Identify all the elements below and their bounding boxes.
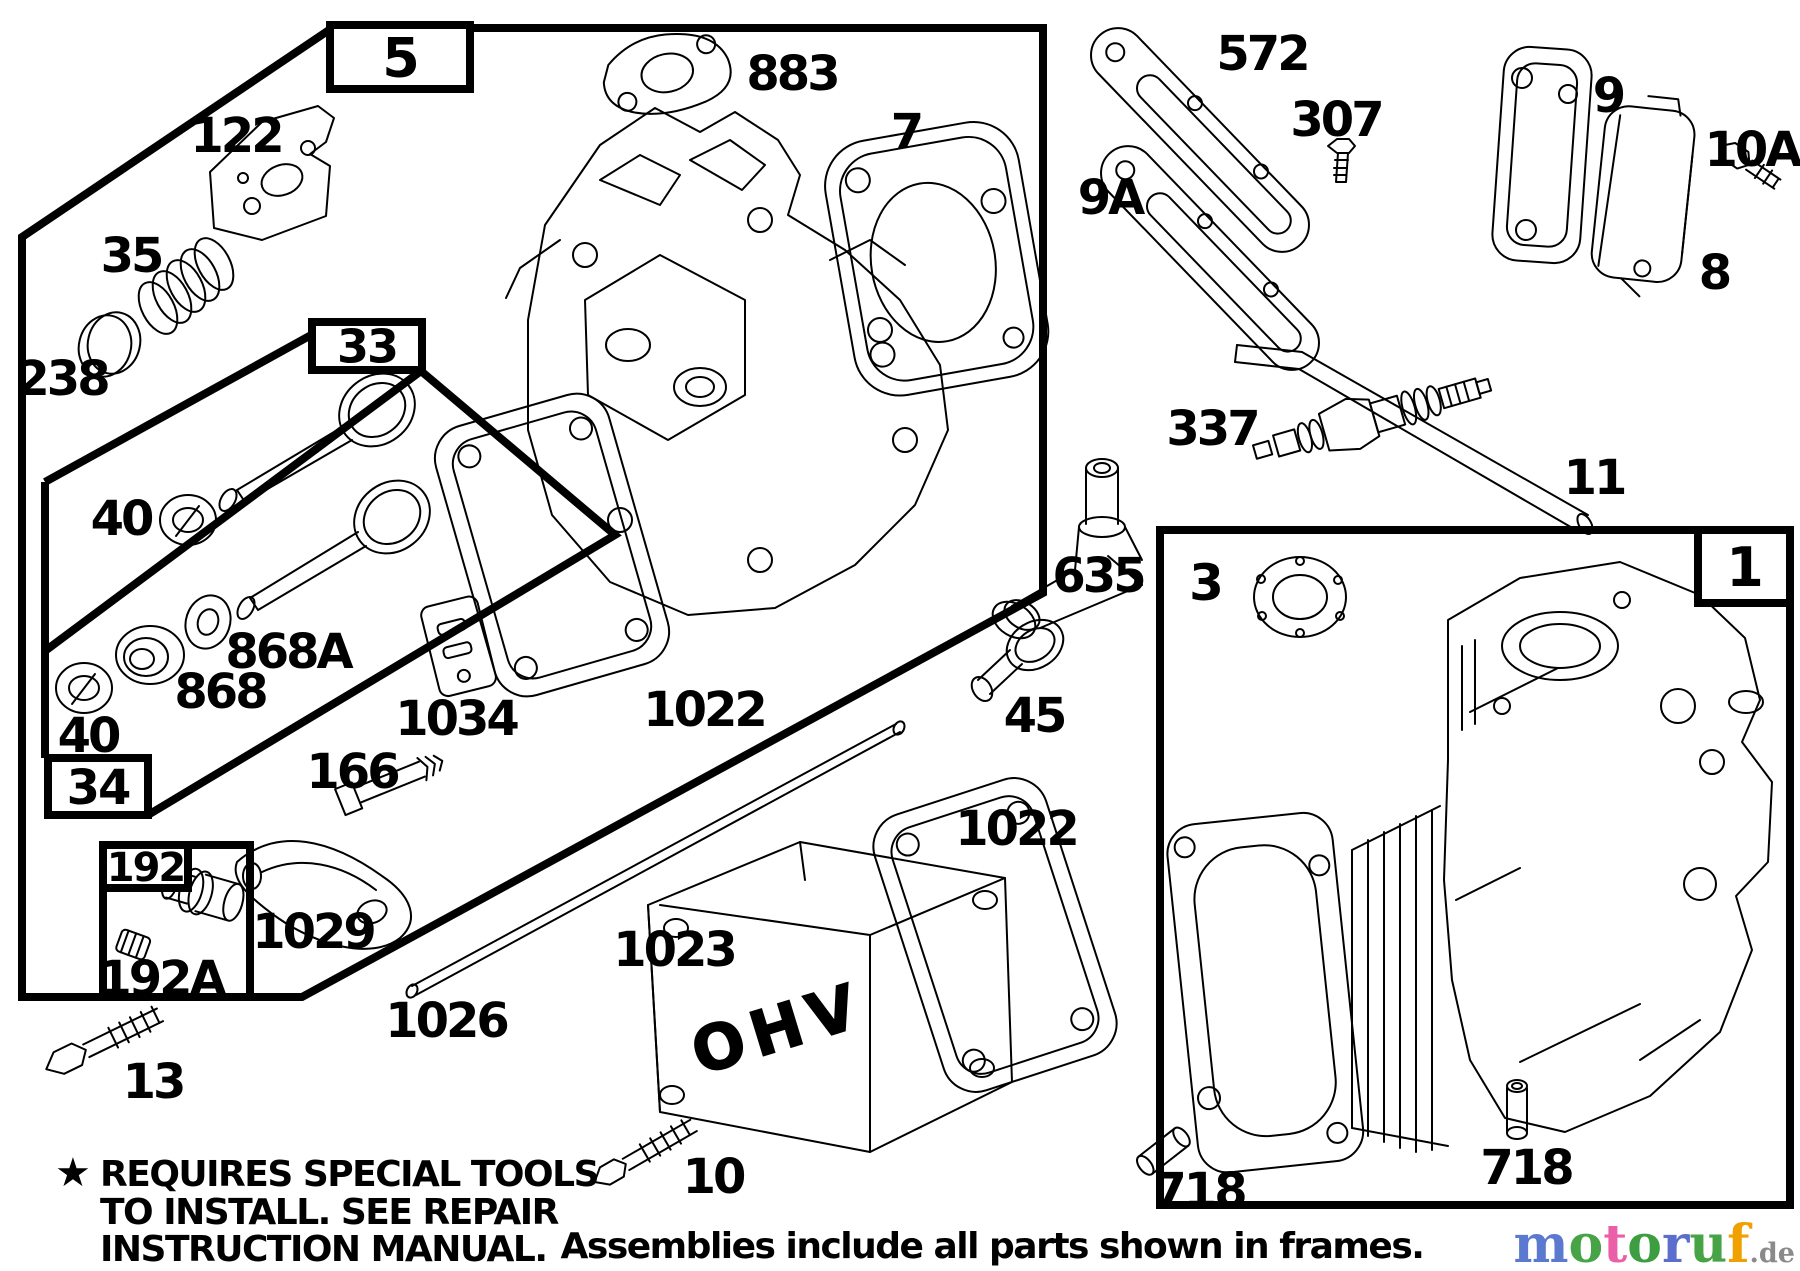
part-label-122: 122	[190, 108, 281, 164]
bolt-10-drawing	[593, 1118, 698, 1186]
part-label-40-upper: 40	[91, 491, 153, 547]
part-label-35: 35	[101, 228, 162, 284]
part-label-883: 883	[746, 46, 837, 102]
part-label-9: 9	[1593, 68, 1624, 124]
part-label-3: 3	[1189, 554, 1221, 612]
special-tools-line-1: REQUIRES SPECIAL TOOLS	[100, 1154, 598, 1195]
valve-seal-40-lower-drawing	[55, 662, 113, 714]
cylinder-head-drawing	[505, 107, 949, 616]
part-label-166: 166	[306, 744, 398, 800]
breather-cover-8-drawing	[1590, 95, 1696, 298]
motoruf-logo: motoruf.de	[1514, 1214, 1796, 1271]
assemblies-note: Assemblies include all parts shown in fr…	[561, 1226, 1424, 1267]
stud-166-drawing	[334, 754, 444, 817]
frame-box-192	[99, 841, 192, 892]
part-label-40-lower: 40	[58, 708, 120, 764]
valve-cover-embossing: OHV	[683, 968, 873, 1089]
frame-box-label-192: 192	[107, 845, 185, 891]
part-label-1022-cover: 1022	[955, 801, 1077, 857]
special-tools-line-2: TO INSTALL. SEE REPAIR	[100, 1192, 559, 1233]
bolt-307-drawing	[1327, 138, 1356, 183]
exhaust-valve-drawing	[236, 479, 431, 620]
logo-letter: t	[1603, 1214, 1627, 1271]
gasket-9-drawing	[1491, 45, 1593, 265]
part-label-1022-head: 1022	[643, 682, 765, 738]
spring-35-drawing	[137, 237, 235, 335]
plate-122-drawing	[209, 105, 335, 241]
logo-letter: o	[1569, 1214, 1604, 1271]
assembly-frames	[18, 24, 1794, 1209]
frame-box-label-33: 33	[337, 320, 397, 374]
screw-192A-drawing	[115, 928, 152, 961]
part-label-11: 11	[1564, 450, 1625, 506]
frame-box-1	[1694, 526, 1794, 607]
frame-box-label-1: 1	[1726, 536, 1762, 599]
gasket-9A-drawing	[1100, 145, 1320, 371]
part-label-337: 337	[1166, 401, 1257, 457]
special-tools-star: ★	[55, 1150, 89, 1196]
part-label-1023: 1023	[613, 922, 735, 978]
cap-238-drawing	[77, 311, 142, 378]
logo-letter: m	[1514, 1214, 1569, 1271]
logo-letter: f	[1727, 1214, 1753, 1271]
bolt-13-drawing	[45, 1005, 165, 1075]
frame-box-label-5: 5	[382, 26, 418, 89]
plate-1034-drawing	[420, 595, 497, 698]
part-label-10A: 10A	[1705, 122, 1800, 178]
gasket-1022-cover-drawing	[872, 777, 1118, 1093]
push-rod-1026-drawing	[405, 720, 906, 999]
bolt-10A-drawing	[1720, 142, 1782, 190]
part-label-1034: 1034	[395, 691, 518, 747]
logo-letter: u	[1689, 1214, 1727, 1271]
gasket-883-drawing	[602, 32, 732, 115]
part-drawings	[45, 27, 1782, 1186]
logo-letter: r	[1662, 1214, 1690, 1271]
frame-5-outline	[18, 24, 1047, 1001]
part-label-572: 572	[1216, 26, 1307, 82]
part-label-635: 635	[1052, 548, 1144, 604]
frame-box-33	[308, 318, 426, 374]
part-label-1026: 1026	[385, 993, 507, 1049]
part-label-10: 10	[683, 1149, 745, 1205]
part-label-868A: 868A	[225, 624, 353, 680]
part-label-1029: 1029	[252, 904, 374, 960]
frame-box-label-34: 34	[67, 760, 130, 816]
part-label-13: 13	[123, 1054, 184, 1110]
frame-33-outline	[41, 330, 424, 758]
part-label-192A: 192A	[98, 951, 226, 1007]
seal-3-drawing	[1253, 556, 1347, 638]
head-gasket-7-drawing	[824, 120, 1050, 397]
cylinder-assembly-drawing	[1166, 561, 1773, 1174]
frame-label-boxes: 5 33 34 192 1	[44, 21, 1794, 892]
part-label-718-right: 718	[1480, 1140, 1572, 1196]
part-label-9A: 9A	[1078, 170, 1145, 226]
washer-868A-drawing	[184, 594, 232, 650]
frame-1-outline	[1156, 526, 1794, 1209]
special-tools-line-3: INSTRUCTION MANUAL.	[100, 1229, 547, 1270]
part-label-7: 7	[891, 104, 921, 160]
logo-letter: o	[1627, 1214, 1662, 1271]
gasket-1022-head-drawing	[433, 392, 671, 698]
logo-suffix: .de	[1750, 1238, 1795, 1269]
frame-box-34	[44, 754, 152, 819]
part-label-8: 8	[1699, 245, 1730, 301]
tube-11-drawing	[1234, 344, 1594, 535]
tappet-45-drawing	[970, 618, 1065, 703]
part-label-718-left: 718	[1153, 1163, 1245, 1219]
valve-seal-40-upper-drawing	[159, 494, 217, 546]
intake-valve-drawing	[218, 372, 416, 512]
part-label-307: 307	[1290, 92, 1381, 148]
frame-34-outline	[145, 367, 622, 819]
spark-plug-337-drawing	[1251, 377, 1493, 460]
gasket-572-drawing	[1090, 27, 1310, 253]
part-label-238: 238	[16, 351, 108, 407]
frame-box-5	[326, 21, 474, 93]
part-label-868: 868	[174, 664, 266, 720]
dowel-718-right-drawing	[1506, 1079, 1528, 1140]
part-label-45: 45	[1004, 688, 1065, 744]
guide-868-drawing	[115, 625, 185, 685]
